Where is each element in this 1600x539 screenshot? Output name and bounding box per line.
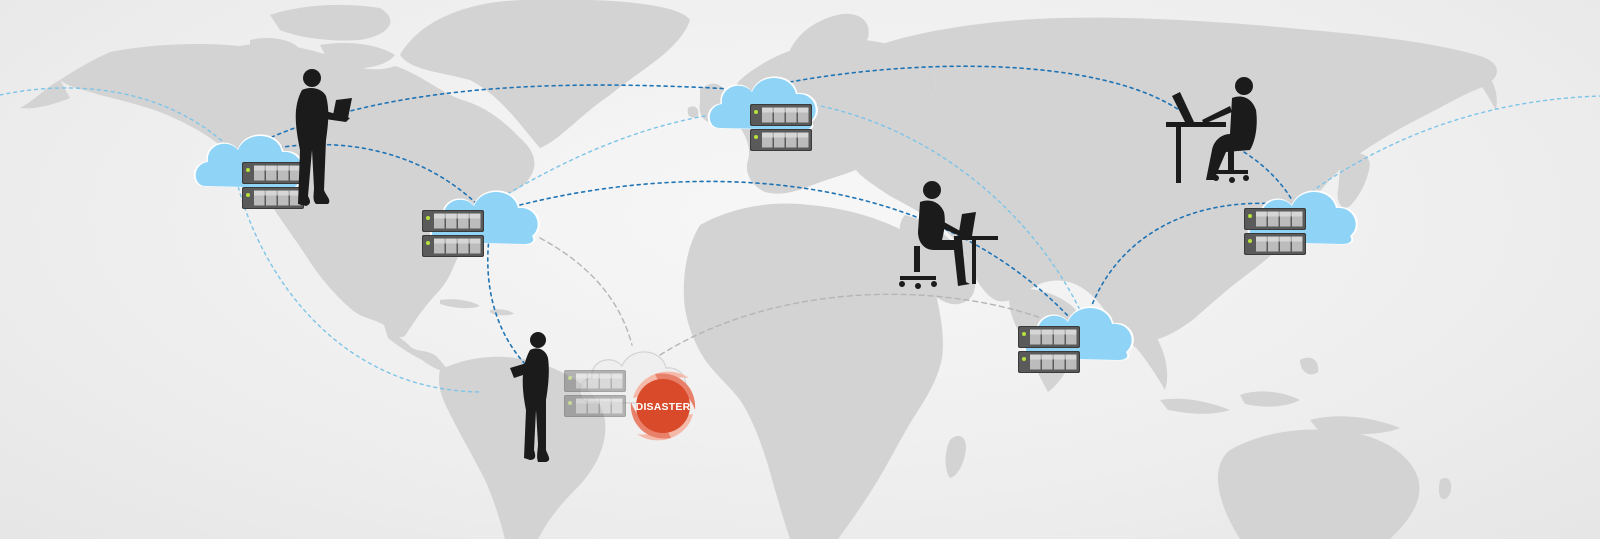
scandinavia — [790, 13, 869, 75]
people-silhouettes — [295, 69, 1257, 462]
disaster-badge: DISASTER — [630, 371, 696, 441]
indonesia — [1160, 357, 1400, 435]
link-west-to-east — [264, 143, 479, 206]
link-east-to-india — [519, 180, 1071, 319]
africa — [683, 203, 943, 539]
central-america — [384, 325, 450, 372]
caribbean — [440, 299, 514, 316]
south-america — [438, 356, 606, 539]
kamchatka — [1470, 60, 1497, 110]
new-zealand — [1438, 477, 1452, 500]
link-west-to-europe — [264, 84, 751, 141]
person-seated-laptop-icon — [899, 181, 998, 289]
person-standing-laptop-icon — [295, 69, 352, 206]
disaster-label: DISASTER — [636, 401, 691, 413]
link-europe-to-india — [779, 99, 1081, 311]
madagascar — [945, 435, 966, 478]
greenland — [400, 0, 690, 148]
link-broken-india — [659, 293, 1061, 356]
link-europe-to-asia — [789, 65, 1191, 119]
link-asia-east-edge — [1299, 95, 1600, 201]
alaska — [20, 80, 70, 109]
disaster-swirl-icon — [630, 371, 696, 441]
japan — [1337, 153, 1370, 208]
person-seated-desk-icon — [1166, 77, 1257, 183]
link-west-edge — [0, 87, 233, 151]
person-standing-tablet-icon — [510, 332, 550, 462]
australia — [1218, 429, 1420, 539]
link-india-to-asia — [1089, 202, 1291, 311]
link-broken-east — [539, 237, 633, 346]
world-map-land — [20, 0, 1497, 539]
